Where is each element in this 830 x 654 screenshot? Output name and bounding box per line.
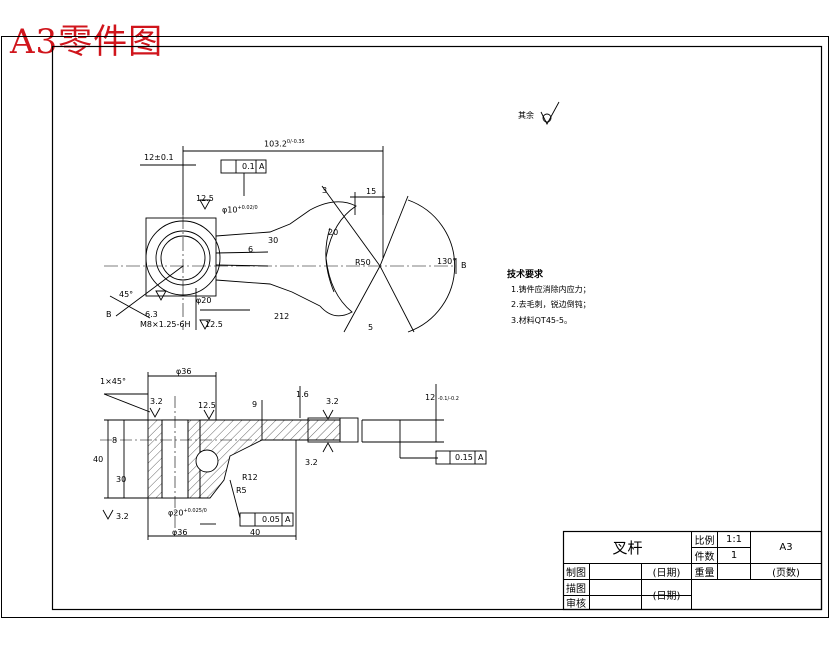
roughness-3-2-c: 3.2 xyxy=(305,458,318,467)
dim-r5: 5 xyxy=(368,323,374,332)
title-block-grid xyxy=(562,530,823,611)
roughness-other-symbol xyxy=(540,101,560,125)
dim-h9: 9 xyxy=(252,400,258,409)
scale-label: 比例 xyxy=(694,536,715,547)
dim-d36-bottom: φ36 xyxy=(172,528,188,537)
dim-r50: R50 xyxy=(355,258,371,267)
roughness-3-2-d: 3.2 xyxy=(116,512,129,521)
dim-r5-sect: R5 xyxy=(236,486,247,495)
hub-inner-circle xyxy=(155,230,211,286)
outer-border xyxy=(1,36,829,618)
checked-label: 审核 xyxy=(566,599,586,610)
sheet-size: A3 xyxy=(779,542,793,553)
date-label-drawn: (日期) xyxy=(652,568,681,579)
dim-angle-130: 130° xyxy=(437,257,457,266)
dim-angle-45: 45° xyxy=(119,290,134,299)
weight-label: 重量 xyxy=(694,568,715,579)
dim-h8: 8 xyxy=(112,436,118,445)
top-view xyxy=(104,146,457,333)
roughness-6-3: 6.3 xyxy=(145,310,158,319)
dim-offset: 12±0.1 xyxy=(144,153,174,162)
roughness-other-label: 其余 xyxy=(518,111,534,120)
dim-w40: 40 xyxy=(250,528,261,537)
traced-label: 描图 xyxy=(566,584,586,595)
dim-r20: 20 xyxy=(328,228,339,237)
section-view xyxy=(100,372,487,540)
perp-tol-value: 0.05 xyxy=(262,515,280,524)
parallel-tol-value: 0.1 xyxy=(242,162,255,171)
dim-d36-top: φ36 xyxy=(176,367,192,376)
qty-label: 件数 xyxy=(694,552,715,563)
roughness-12-5-b: 12.5 xyxy=(205,320,223,329)
dim-d20: φ20 xyxy=(196,296,212,305)
part-name: 叉杆 xyxy=(612,539,643,557)
scale-value: 1:1 xyxy=(725,534,743,545)
dim-r15: 15 xyxy=(366,187,377,196)
dim-r6: 6 xyxy=(248,245,254,254)
dim-d20-bottom: φ20+0.025/0 xyxy=(168,508,207,518)
dim-chamfer: 1×45° xyxy=(100,377,126,386)
tech-req-item-2: 2.去毛刺，锐边倒钝； xyxy=(511,300,591,309)
parallel-tol-datum: A xyxy=(259,162,265,171)
tech-req-heading: 技术要求 xyxy=(507,270,544,280)
dim-h1-6: 1.6 xyxy=(296,390,309,399)
dim-h40: 40 xyxy=(93,455,104,464)
dim-r30: 30 xyxy=(268,236,279,245)
dim-thread: M8×1.25-6H xyxy=(140,320,191,329)
page-label: (页数) xyxy=(772,568,800,579)
dim-r212: 212 xyxy=(274,312,290,321)
qty-value: 1 xyxy=(730,550,738,561)
dim-r12: R12 xyxy=(242,473,258,482)
roughness-3-2-b: 3.2 xyxy=(326,397,339,406)
dim-sect-thk: 12 -0.1/-0.2 xyxy=(425,393,459,402)
roughness-12-5-c: 12.5 xyxy=(198,401,216,410)
dim-r3: 3 xyxy=(322,186,328,195)
tech-req-item-1: 1.铸件应消除内应力； xyxy=(511,285,591,294)
date-label-checked: (日期) xyxy=(652,591,681,602)
section-b-left: B xyxy=(106,310,112,319)
drawn-label: 制图 xyxy=(566,568,586,579)
dim-bore: φ10+0.02/0 xyxy=(222,205,258,215)
roughness-3-2-a: 3.2 xyxy=(150,397,163,406)
drawing-banner-title: A3零件图 xyxy=(10,22,164,62)
inner-frame xyxy=(51,45,823,611)
dim-top-length: 103.20/-0.35 xyxy=(264,139,305,149)
flat-tol-value: 0.15 xyxy=(455,453,473,462)
roughness-12-5-a: 12.5 xyxy=(196,194,214,203)
dim-h30: 30 xyxy=(116,475,127,484)
perp-tol-datum: A xyxy=(285,515,291,524)
section-b-right: B xyxy=(461,261,467,270)
tech-req-item-3: 3.材料QT45-5。 xyxy=(511,316,572,325)
flat-tol-datum: A xyxy=(478,453,484,462)
